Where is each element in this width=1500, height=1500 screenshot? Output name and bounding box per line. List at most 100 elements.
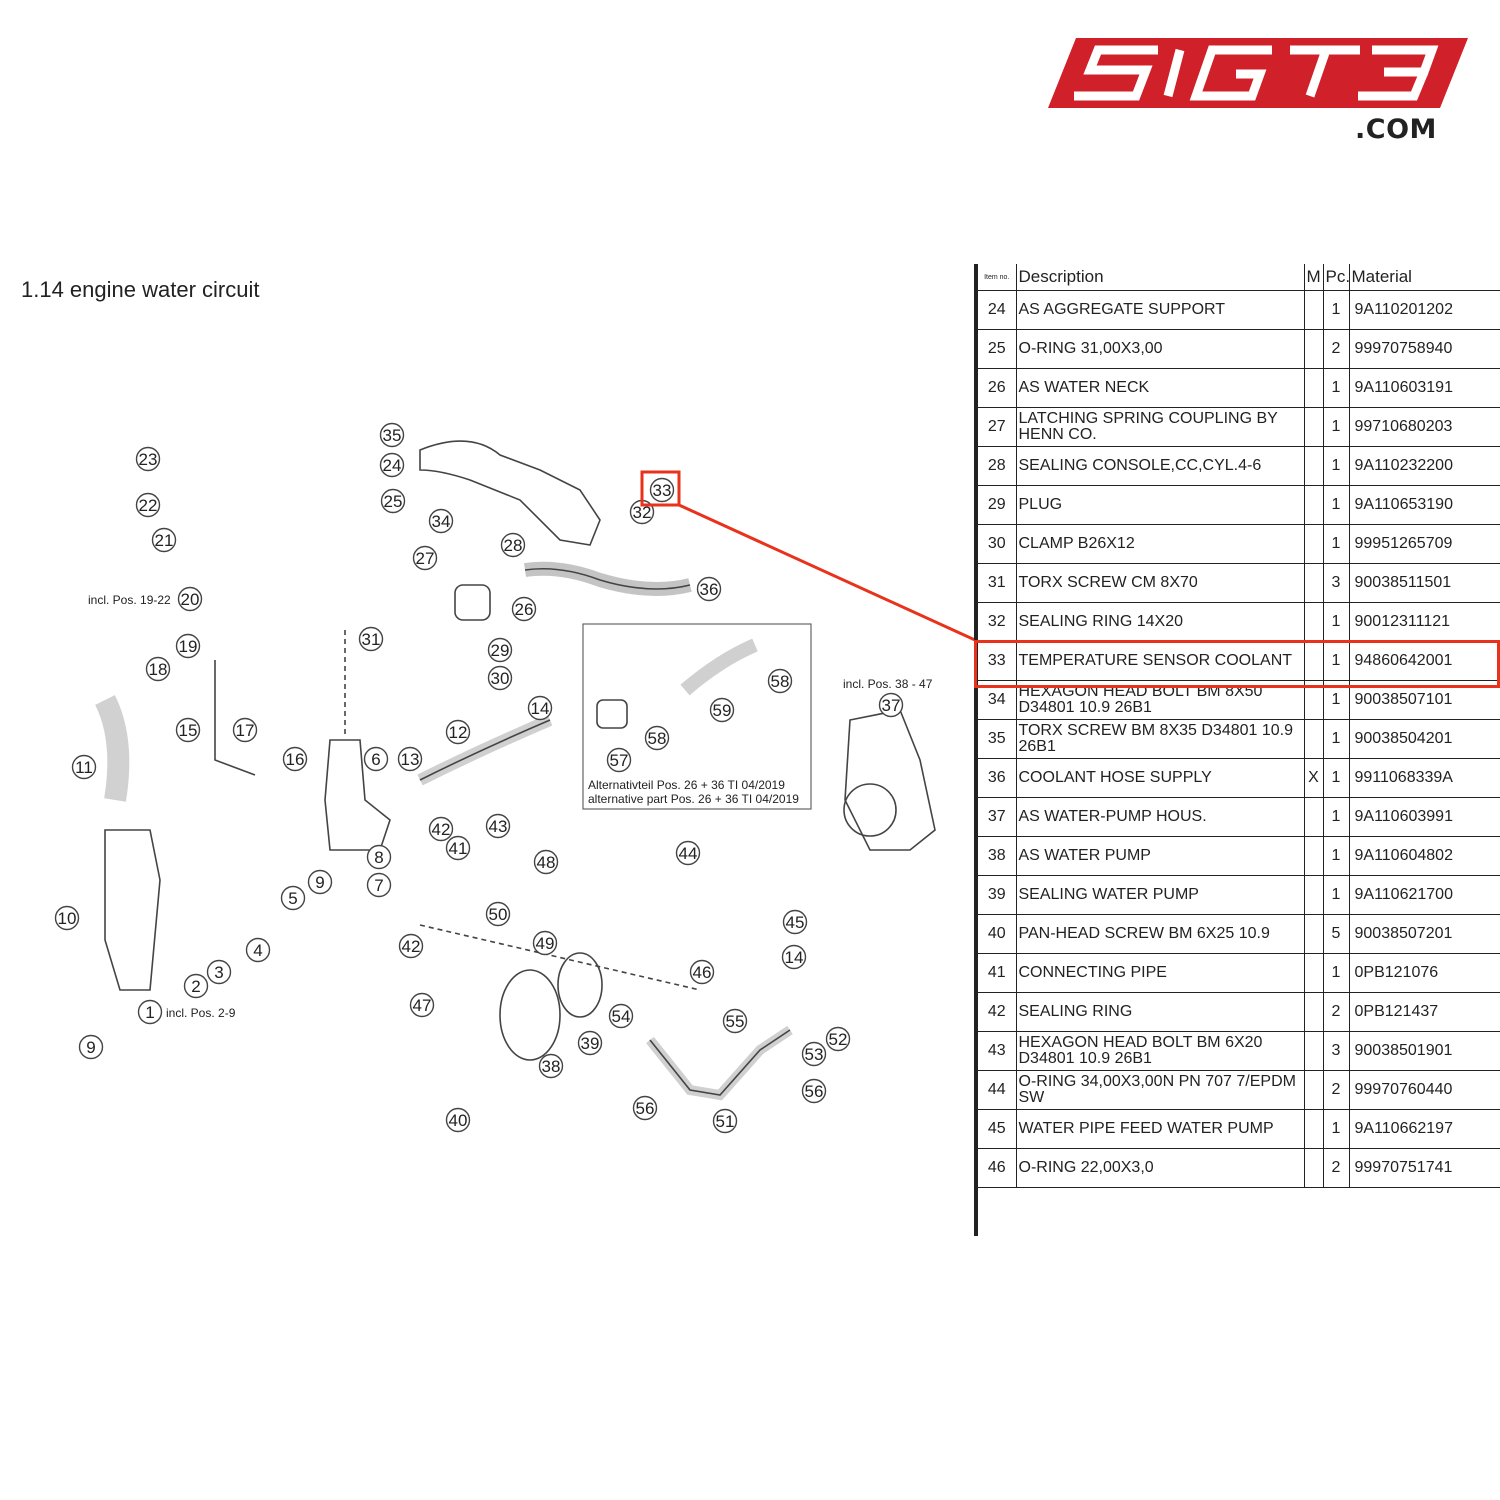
row-item: 25	[978, 329, 1016, 369]
callout-label: 6	[371, 750, 380, 769]
row-material: 90038504201	[1348, 719, 1500, 759]
callout-label: 9	[315, 873, 324, 892]
row-description: LATCHING SPRING COUPLING BY HENN CO.	[1015, 407, 1304, 447]
row-description: SEALING RING 14X20	[1015, 602, 1304, 642]
row-pc: 1	[1322, 446, 1349, 486]
callout-circle-45	[782, 909, 808, 935]
row-m	[1303, 368, 1323, 408]
row-material: 99970760440	[1348, 1070, 1500, 1110]
diagram-highlight-box	[640, 470, 681, 507]
callout-circle-59	[709, 697, 735, 723]
callout-label: 30	[491, 669, 510, 688]
callout-label: 59	[713, 701, 732, 720]
row-material: 90038511501	[1348, 563, 1500, 603]
callout-circle-54	[608, 1003, 634, 1029]
callout-circle-27	[412, 545, 438, 571]
row-item: 39	[978, 875, 1016, 915]
row-material: 9A110662197	[1348, 1109, 1500, 1149]
row-pc: 1	[1322, 797, 1349, 837]
row-pc: 5	[1322, 914, 1349, 954]
row-material: 0PB121076	[1348, 953, 1500, 993]
callout-label: 9	[86, 1038, 95, 1057]
header-pc: Pc.	[1322, 264, 1349, 291]
callout-circle-53	[801, 1041, 827, 1067]
callout-circle-42	[428, 816, 454, 842]
row-pc: 2	[1322, 1070, 1349, 1110]
row-description: SEALING RING	[1015, 992, 1304, 1032]
callout-label: 53	[805, 1045, 824, 1064]
callout-circle-4	[245, 937, 271, 963]
callout-circle-25	[380, 488, 406, 514]
callout-label: 40	[449, 1111, 468, 1130]
row-item: 41	[978, 953, 1016, 993]
callout-circle-7	[366, 872, 392, 898]
row-m	[1303, 563, 1323, 603]
row-description: O-RING 31,00X3,00	[1015, 329, 1304, 369]
row-item: 38	[978, 836, 1016, 876]
row-description: AS WATER PUMP	[1015, 836, 1304, 876]
callout-circle-39	[577, 1030, 603, 1056]
callout-label: 23	[139, 450, 158, 469]
exploded-parts-diagram: 1234567899101112131414151617181920212223…	[54, 422, 936, 1134]
section-title: 1.14 engine water circuit	[21, 277, 260, 302]
row-m	[1303, 1148, 1323, 1188]
note-incl-38-47: incl. Pos. 38 - 47	[843, 677, 933, 691]
row-material: 99951265709	[1348, 524, 1500, 564]
sigt3-logo	[1048, 38, 1468, 108]
header-description: Description	[1015, 264, 1304, 291]
callout-circle-34	[428, 508, 454, 534]
callout-label: 56	[805, 1082, 824, 1101]
callout-label: 57	[610, 751, 629, 770]
callout-circle-23	[135, 446, 161, 472]
callout-circle-14	[527, 695, 553, 721]
callout-label: 28	[504, 536, 523, 555]
row-material: 9A110201202	[1348, 290, 1500, 330]
callout-circle-15	[175, 717, 201, 743]
row-item: 40	[978, 914, 1016, 954]
row-m	[1303, 602, 1323, 642]
row-material: 94860642001	[1348, 641, 1500, 681]
row-item: 43	[978, 1031, 1016, 1071]
row-item: 32	[978, 602, 1016, 642]
callout-circle-43	[485, 813, 511, 839]
row-description: COOLANT HOSE SUPPLY	[1015, 758, 1304, 798]
callout-label: 49	[536, 934, 555, 953]
note-alt-en: alternative part Pos. 26 + 36 TI 04/2019	[588, 792, 799, 806]
row-pc: 1	[1322, 1109, 1349, 1149]
row-pc: 1	[1322, 875, 1349, 915]
callout-label: 18	[149, 660, 168, 679]
callout-label: 36	[700, 580, 719, 599]
callout-circle-33	[649, 477, 675, 503]
callout-circle-16	[282, 746, 308, 772]
row-item: 33	[978, 641, 1016, 681]
row-m	[1303, 1070, 1323, 1110]
callout-circle-1	[137, 999, 163, 1025]
row-pc: 1	[1322, 485, 1349, 525]
callout-circle-50	[485, 901, 511, 927]
header-m: M	[1303, 264, 1323, 291]
callout-label: 1	[145, 1003, 154, 1022]
callout-label: 50	[489, 905, 508, 924]
